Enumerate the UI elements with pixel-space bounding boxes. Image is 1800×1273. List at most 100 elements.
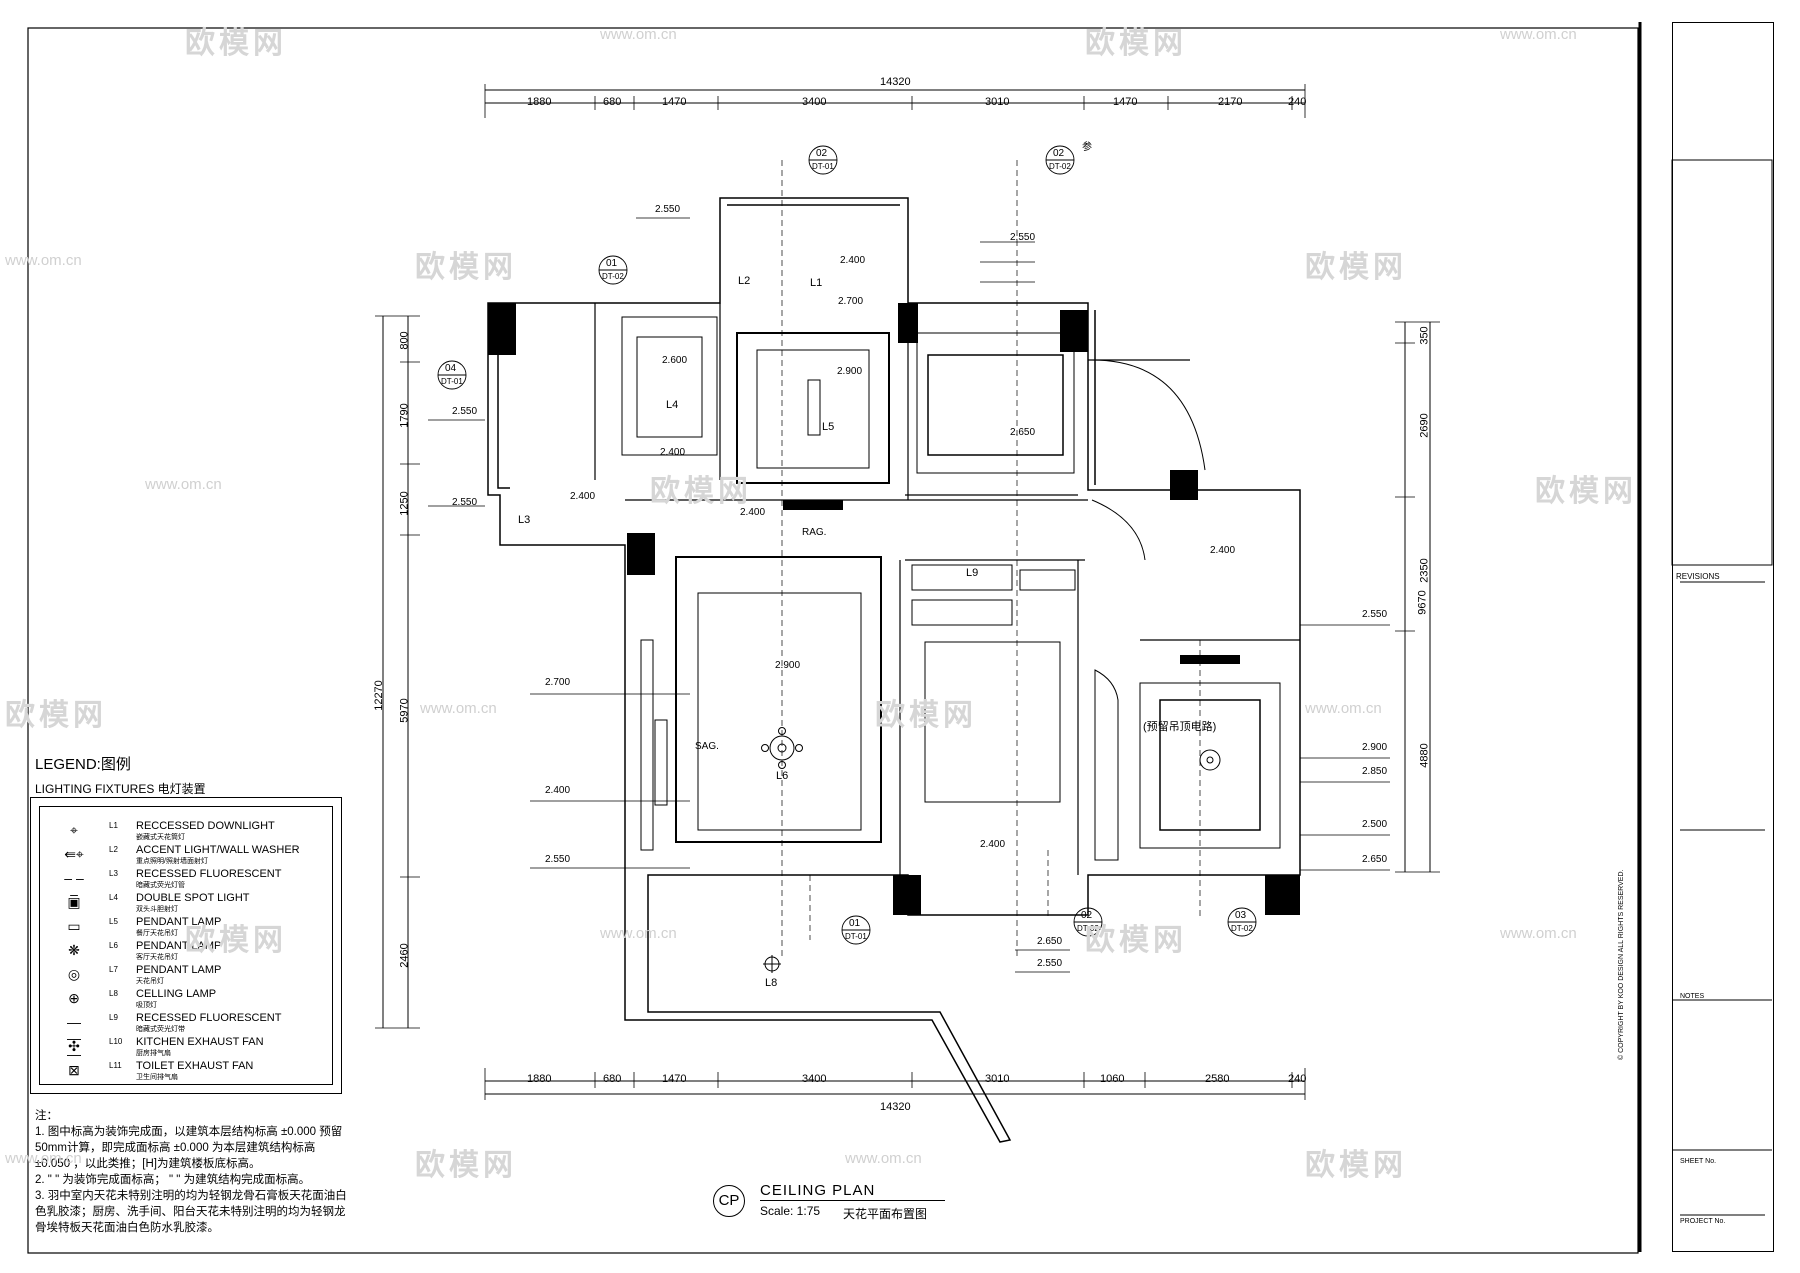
legend-code: L2 bbox=[109, 845, 118, 854]
section-number: 02 bbox=[1053, 148, 1065, 159]
watermark-brand: 欧模网 bbox=[185, 27, 287, 60]
fluorescent-icon: – – – bbox=[64, 870, 84, 902]
legend-cn: 天花吊灯 bbox=[136, 978, 164, 985]
dim-label: 1250 bbox=[398, 491, 411, 516]
legend-name: ACCENT LIGHT/WALL WASHER bbox=[136, 844, 300, 856]
dim-label: 2690 bbox=[1418, 413, 1431, 438]
section-ref: DT-02 bbox=[1077, 924, 1099, 933]
legend-row: ▭ L5 PENDANT LAMP 餐厅天花吊灯 bbox=[40, 916, 332, 940]
dim-label: 680 bbox=[603, 1073, 622, 1085]
level-label: 2.650 bbox=[1037, 936, 1063, 947]
legend-subtitle: LIGHTING FIXTURES 电灯装置 bbox=[35, 782, 206, 796]
chandelier-icon: ❋ bbox=[68, 942, 80, 958]
level-label: 2.550 bbox=[655, 204, 681, 215]
dim-label: 2460 bbox=[398, 943, 411, 968]
legend-inner: ⌖ L1 RECCESSED DOWNLIGHT 嵌藏式天花筒灯 ⇚⌖ L2 A… bbox=[39, 806, 333, 1085]
fixture-mark: L4 bbox=[666, 399, 679, 411]
level-label: 2.650 bbox=[1362, 854, 1388, 865]
legend-table: ⌖ L1 RECCESSED DOWNLIGHT 嵌藏式天花筒灯 ⇚⌖ L2 A… bbox=[30, 797, 342, 1094]
legend-name: TOILET EXHAUST FAN bbox=[136, 1060, 254, 1072]
title-underline bbox=[760, 1200, 945, 1201]
section-number: 02 bbox=[1081, 910, 1093, 921]
legend-row: ◎ L7 PENDANT LAMP 天花吊灯 bbox=[40, 964, 332, 988]
legend-name: DOUBLE SPOT LIGHT bbox=[136, 892, 250, 904]
legend-row: ⌖ L1 RECCESSED DOWNLIGHT 嵌藏式天花筒灯 bbox=[40, 820, 332, 844]
section-ref: DT-02 bbox=[1231, 924, 1253, 933]
level-label: 2.400 bbox=[545, 785, 571, 796]
legend-code: L3 bbox=[109, 869, 118, 878]
section-number: 02 bbox=[816, 148, 828, 159]
legend-cn: 重点照明/照射墙面射灯 bbox=[136, 858, 208, 865]
level-label: 2.550 bbox=[1010, 232, 1036, 243]
legend-name: PENDANT LAMP bbox=[136, 940, 222, 952]
toilet-fan-icon: ⊠ bbox=[68, 1062, 80, 1078]
legend-name: KITCHEN EXHAUST FAN bbox=[136, 1036, 264, 1048]
dim-label: 240 bbox=[1288, 96, 1307, 108]
legend-row: ▣ L4 DOUBLE SPOT LIGHT 双头斗胆射灯 bbox=[40, 892, 332, 916]
dim-label: 680 bbox=[603, 96, 622, 108]
legend-title: LEGEND:图例 bbox=[35, 756, 131, 773]
level-label: 2.850 bbox=[1362, 766, 1388, 777]
legend-cn: 嵌藏式天花筒灯 bbox=[136, 834, 185, 841]
watermark-url: www.om.cn bbox=[600, 925, 677, 942]
copyright-note: © COPYRIGHT BY KOO DESIGN ALL RIGHTS RES… bbox=[1618, 869, 1625, 1060]
drawing-title: CEILING PLAN bbox=[760, 1182, 876, 1199]
fixture-mark: L9 bbox=[966, 567, 979, 579]
fixture-mark: L6 bbox=[776, 770, 789, 782]
level-label: 2.500 bbox=[1362, 819, 1388, 830]
dim-label: 350 bbox=[1418, 326, 1431, 345]
level-label: 2.900 bbox=[837, 366, 863, 377]
level-label: 2.550 bbox=[452, 497, 478, 508]
watermark-brand: 欧模网 bbox=[1535, 475, 1637, 508]
legend-code: L7 bbox=[109, 965, 118, 974]
legend-code: L4 bbox=[109, 893, 118, 902]
dim-total-left: 12270 bbox=[372, 680, 385, 711]
legend-code: L6 bbox=[109, 941, 118, 950]
fixture-mark: L1 bbox=[810, 277, 823, 289]
legend-name: RECCESSED DOWNLIGHT bbox=[136, 820, 275, 832]
level-label: 2.900 bbox=[775, 660, 801, 671]
fixture-mark: L3 bbox=[518, 514, 531, 526]
dim-label: 5970 bbox=[398, 698, 411, 723]
level-label: 2.400 bbox=[980, 839, 1006, 850]
dim-label: 3010 bbox=[985, 1073, 1010, 1085]
project-number-label: PROJECT No. bbox=[1680, 1218, 1726, 1225]
watermark-brand: 欧模网 bbox=[415, 251, 517, 284]
watermark-brand: 欧模网 bbox=[415, 1149, 517, 1182]
legend-code: L8 bbox=[109, 989, 118, 998]
legend-cn: 餐厅天花吊灯 bbox=[136, 930, 178, 937]
level-label: 2.550 bbox=[545, 854, 571, 865]
general-notes: 注： 1. 图中标高为装饰完成面，以建筑本层结构标高 ±0.000 预留50mm… bbox=[35, 1108, 350, 1236]
level-label: 2.600 bbox=[662, 355, 688, 366]
fixture-mark: L5 bbox=[822, 421, 835, 433]
dim-label: 800 bbox=[398, 331, 411, 350]
level-label: 2.550 bbox=[1037, 958, 1063, 969]
legend-code: L10 bbox=[109, 1037, 123, 1046]
fixture-mark: RAG. bbox=[802, 527, 827, 538]
legend-name: PENDANT LAMP bbox=[136, 964, 222, 976]
dim-label: 2580 bbox=[1205, 1073, 1230, 1085]
downlight-icon: ⌖ bbox=[70, 822, 78, 838]
legend-row: ⊕ L8 CELLING LAMP 吸顶灯 bbox=[40, 988, 332, 1012]
legend-code: L1 bbox=[109, 821, 118, 830]
fluorescent-strip-icon: — — — bbox=[67, 1014, 81, 1062]
watermark-url: www.om.cn bbox=[1500, 925, 1577, 942]
drawing-scale: Scale: 1:75 bbox=[760, 1204, 821, 1218]
legend-name: PENDANT LAMP bbox=[136, 916, 222, 928]
pendant-lamp-icon: ▭ bbox=[67, 918, 81, 934]
legend-code: L5 bbox=[109, 917, 118, 926]
watermark-url: www.om.cn bbox=[5, 1150, 82, 1167]
legend-cn: 厨房排气扇 bbox=[136, 1050, 171, 1057]
level-label: 2.550 bbox=[1362, 609, 1388, 620]
level-label: 2.400 bbox=[570, 491, 596, 502]
dim-label: 1470 bbox=[662, 1073, 687, 1085]
level-label: 2.900 bbox=[1362, 742, 1388, 753]
section-number: 03 bbox=[1235, 910, 1247, 921]
level-label: 2.700 bbox=[545, 677, 571, 688]
dim-label: 1470 bbox=[1113, 96, 1138, 108]
watermark-url: www.om.cn bbox=[5, 252, 82, 269]
legend-name: RECESSED FLUORESCENT bbox=[136, 1012, 282, 1024]
wall-washer-icon: ⇚⌖ bbox=[64, 846, 84, 862]
note-line: 1. 图中标高为装饰完成面，以建筑本层结构标高 ±0.000 预留50mm计算，… bbox=[35, 1126, 343, 1170]
level-label: 2.400 bbox=[740, 507, 766, 518]
